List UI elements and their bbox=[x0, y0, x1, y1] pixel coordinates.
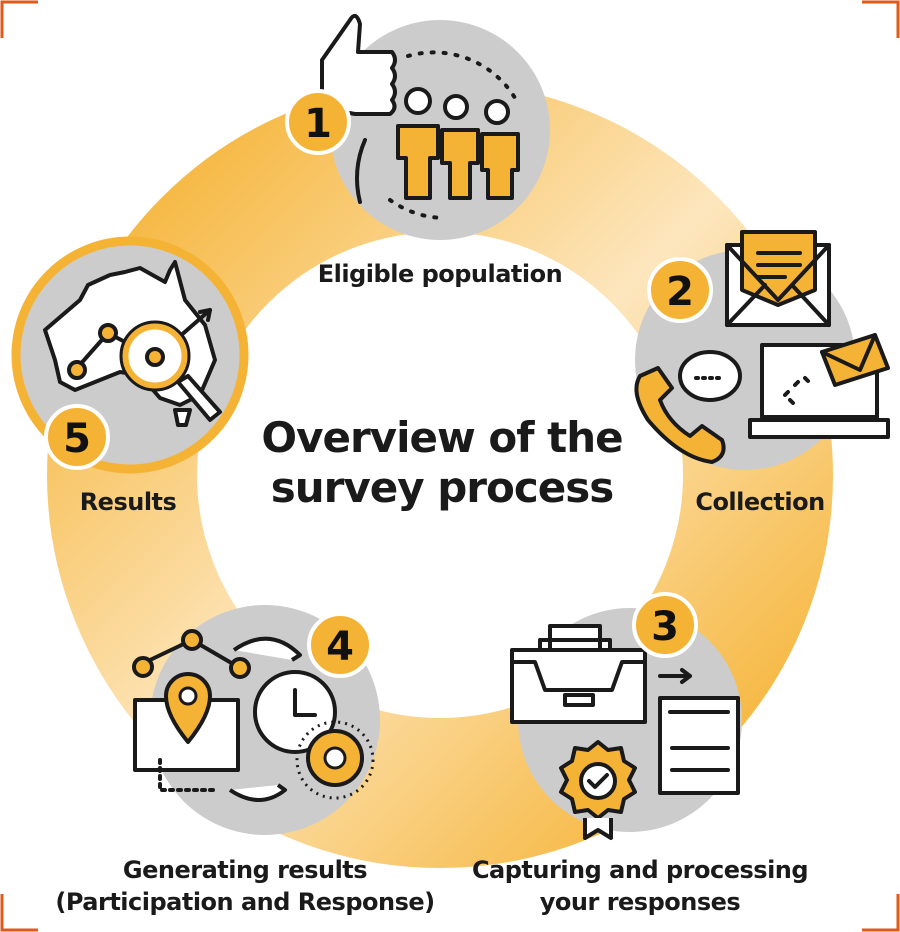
step-5-label: Results bbox=[80, 488, 177, 516]
step-2-number: 2 bbox=[666, 269, 694, 315]
step-1-badge bbox=[285, 89, 351, 155]
step-4-label-line2: (Participation and Response) bbox=[55, 888, 434, 916]
step-4-number: 4 bbox=[326, 624, 354, 670]
step-3: 3 Capturing and processing your response… bbox=[472, 592, 809, 916]
step-1-number: 1 bbox=[304, 101, 332, 147]
step-4-label-line1: Generating results bbox=[123, 856, 367, 884]
step-5-badge bbox=[44, 404, 110, 470]
step-2-badge bbox=[647, 257, 713, 323]
step-1: 1 Eligible population bbox=[285, 13, 563, 288]
step-5: 5 Results bbox=[11, 236, 249, 516]
australia-map-magnifier-icon bbox=[43, 260, 222, 427]
step-3-badge bbox=[632, 592, 698, 658]
step-4: 4 Generating results (Participation and … bbox=[55, 605, 435, 916]
title-line2: survey process bbox=[271, 463, 614, 512]
step-2-label: Collection bbox=[695, 488, 824, 516]
people-thumbs-up-icon bbox=[320, 13, 520, 220]
step-4-badge bbox=[307, 612, 373, 678]
step-3-label-line1: Capturing and processing bbox=[472, 856, 808, 884]
title-line1: Overview of the bbox=[261, 413, 622, 462]
map-pin-clock-gear-icon bbox=[132, 629, 375, 802]
step-3-label-line2: your responses bbox=[540, 888, 741, 916]
step-2: 2 Collection bbox=[634, 230, 890, 516]
envelope-phone-laptop-icon bbox=[634, 230, 890, 464]
step-5-number: 5 bbox=[63, 416, 91, 462]
step-3-number: 3 bbox=[651, 604, 679, 650]
step-1-label: Eligible population bbox=[318, 260, 562, 288]
filing-cabinet-printer-icon bbox=[510, 624, 740, 840]
